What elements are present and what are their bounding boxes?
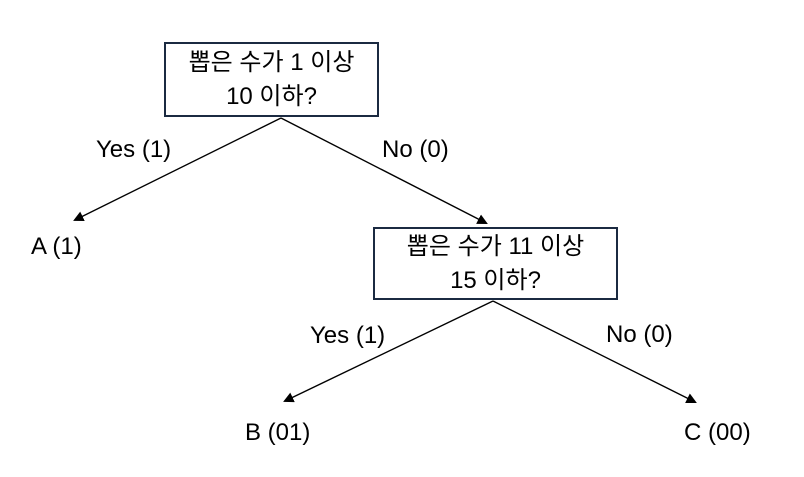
- leaf-node-a: A (1): [31, 233, 82, 260]
- decision-node-second: 뽑은 수가 11 이상 15 이하?: [373, 227, 618, 300]
- decision-node-root: 뽑은 수가 1 이상 10 이하?: [164, 42, 379, 117]
- edge-root-yes-arrow: [73, 117, 282, 221]
- leaf-node-c: C (00): [684, 419, 751, 446]
- edge-label-second-yes: Yes (1): [310, 322, 386, 349]
- leaf-node-b: B (01): [245, 419, 311, 446]
- edge-label-second-no: No (0): [606, 321, 673, 348]
- edge-root-no-arrow: [280, 117, 488, 224]
- edge-second-no-arrow: [492, 300, 697, 403]
- edge-second-yes-arrow: [283, 300, 494, 403]
- edge-label-root-yes: Yes (1): [96, 136, 172, 163]
- edge-label-root-no: No (0): [382, 136, 449, 163]
